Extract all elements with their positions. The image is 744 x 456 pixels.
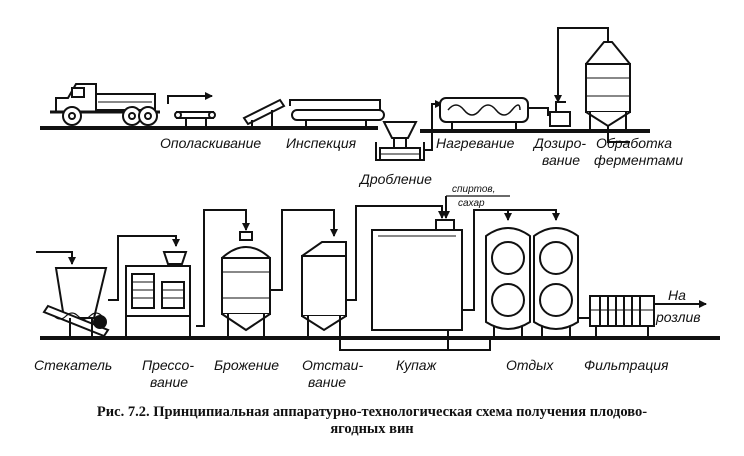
stage-label-pressing-1: Прессо- (142, 357, 194, 373)
inspection-conveyor-icon (289, 99, 385, 128)
stage-label-heating: Нагревание (436, 135, 515, 151)
settling-tank-icon (301, 205, 446, 338)
rest-tanks-icon (485, 227, 590, 338)
fermentation-tank-icon (221, 209, 338, 338)
stage-label-crushing: Дробление (358, 171, 432, 187)
additive-label-spirit: спиртов, (452, 184, 495, 195)
pipe-blending-rest (448, 338, 491, 351)
caption-line-1: Рис. 7.2. Принципиальная аппаратурно-тех… (96, 404, 648, 420)
stage-label-dosing-2: вание (542, 152, 580, 168)
additive-label-sugar: сахар (458, 198, 485, 209)
blending-tank-icon (371, 195, 560, 331)
crusher-icon (375, 100, 443, 161)
stage-label-enzyme-1: Обработка (596, 135, 672, 151)
stage-label-enzyme-2: ферментами (594, 152, 683, 168)
press-icon (125, 209, 250, 338)
stage-label-rinsing: Ополаскивание (160, 135, 261, 151)
output-label-2: розлив (655, 309, 701, 325)
stage-label-filtration: Фильтрация (584, 357, 669, 373)
enzyme-tank-icon (585, 41, 631, 143)
drainer-icon (36, 235, 180, 338)
dosing-pump-icon (549, 27, 609, 127)
process-flow-diagram: Ополаскивание Инспекция Дробление Нагрев… (34, 27, 720, 390)
truck-icon (50, 83, 160, 126)
stage-label-inspection: Инспекция (286, 135, 357, 151)
stage-label-rest: Отдых (506, 357, 554, 373)
heater-icon (439, 97, 549, 131)
stage-label-blending: Купаж (396, 357, 438, 373)
stage-label-dosing-1: Дозиро- (532, 135, 586, 151)
pipe-settling-blending (339, 330, 449, 351)
filter-press-icon (589, 295, 707, 338)
figure-caption: Рис. 7.2. Принципиальная аппаратурно-тех… (20, 404, 724, 438)
stage-label-pressing-2: вание (150, 374, 188, 390)
stage-label-settling-1: Отстаи- (302, 357, 363, 373)
stage-label-fermentation: Брожение (214, 357, 279, 373)
stage-label-drainer: Стекатель (34, 357, 112, 373)
rinsing-conveyor-icon (167, 92, 216, 128)
stage-label-settling-2: вание (308, 374, 346, 390)
output-label-1: На (668, 287, 686, 303)
elevator-conveyor-icon (242, 98, 286, 128)
caption-line-2: ягодных вин (330, 421, 414, 437)
